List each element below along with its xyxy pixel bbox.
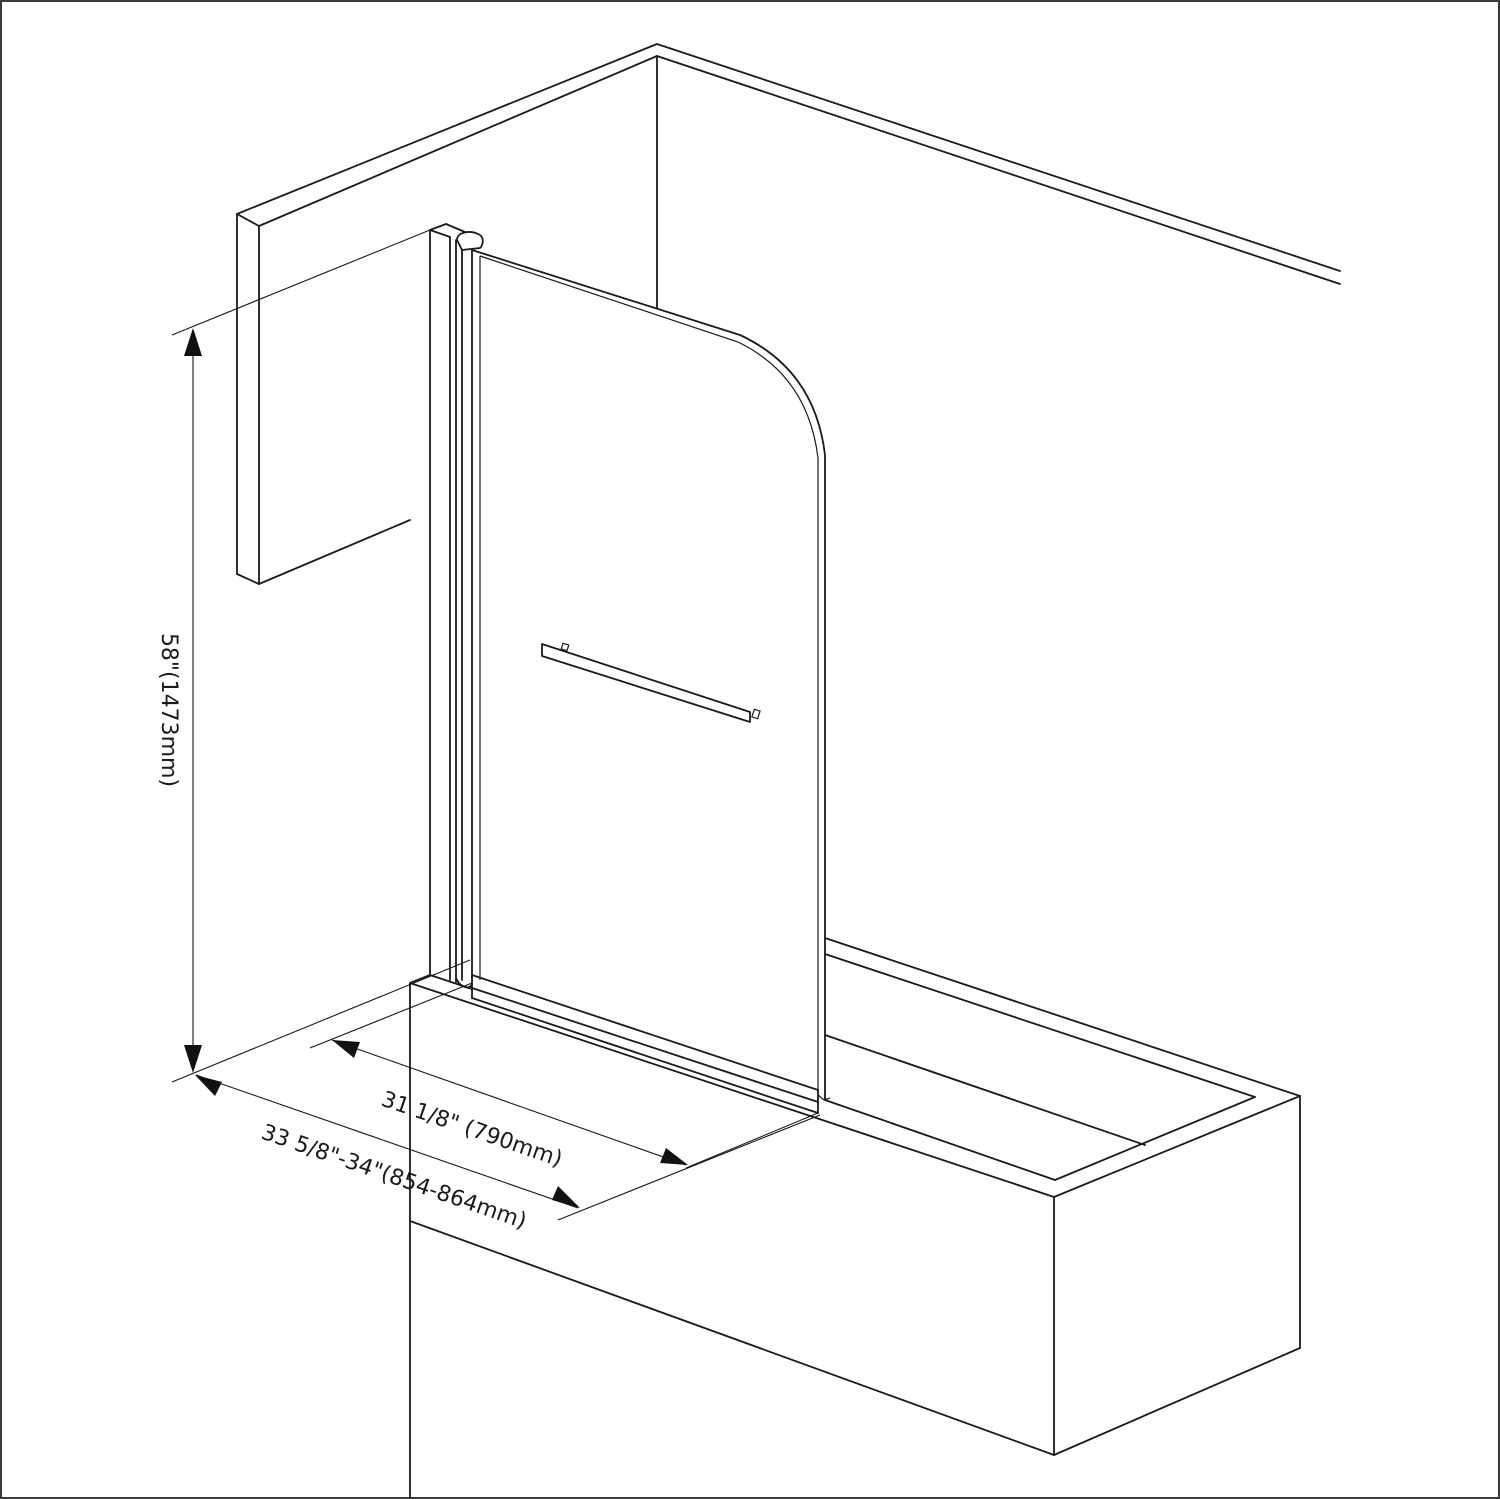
back-wall [236, 43, 1341, 309]
wall-profile [429, 223, 466, 983]
arrow-left-icon [332, 1040, 360, 1058]
side-wall [236, 213, 411, 585]
panel-width-label: 31 1/8" (790mm) [378, 1087, 565, 1172]
bottom-seal [471, 974, 831, 1114]
pivot-hinge [455, 231, 484, 989]
towel-bar [541, 642, 761, 723]
arrow-right-icon [552, 1186, 580, 1208]
height-label: 58"(1473mm) [156, 633, 181, 787]
bathtub [409, 937, 1301, 1499]
arrow-up-icon [184, 328, 202, 356]
height-dimension: 58"(1473mm) [156, 229, 471, 1083]
glass-panel [471, 249, 826, 1101]
arrow-right-icon [660, 1148, 688, 1165]
arrow-down-icon [184, 1045, 202, 1073]
arrow-left-icon [195, 1075, 222, 1096]
